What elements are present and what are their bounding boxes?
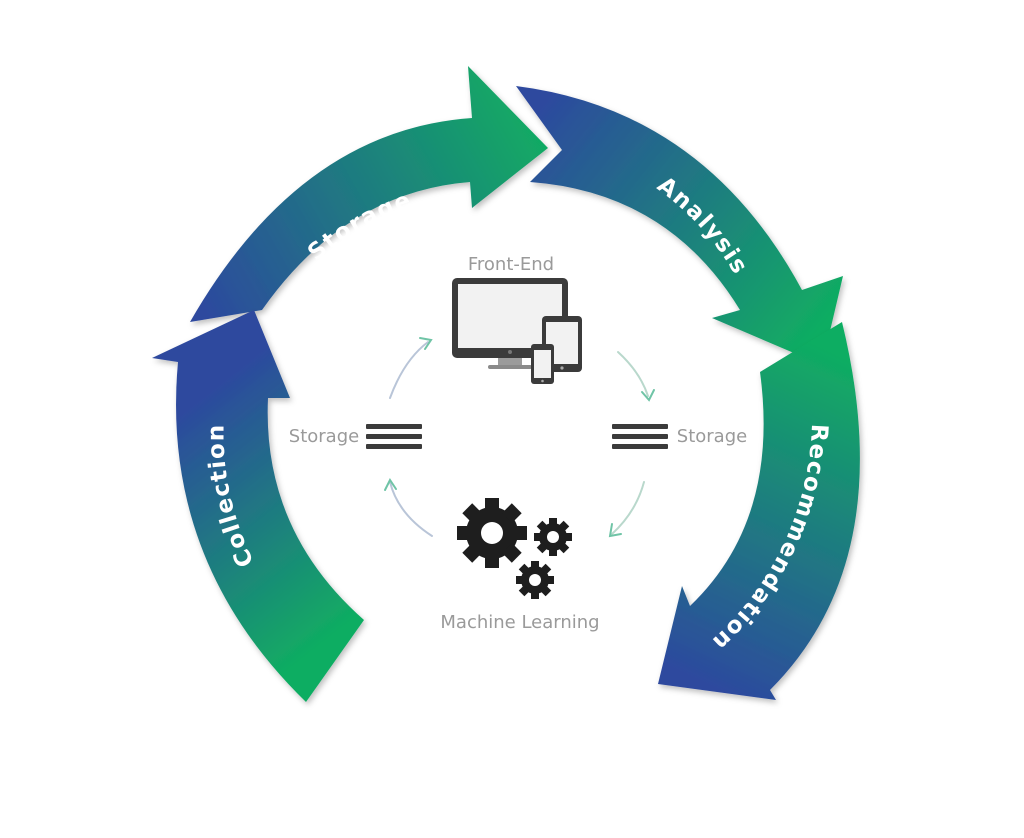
machine-learning-label: Machine Learning (440, 612, 599, 633)
segment-recommendation (658, 322, 860, 700)
analysis-arrow (516, 86, 843, 365)
front-end-group: Front-End (452, 254, 582, 384)
stack-lines-icon (612, 424, 668, 449)
storage-left-label: Storage (289, 426, 359, 447)
segment-collection (152, 310, 364, 702)
inner-cycle-arrows (384, 337, 655, 538)
gear-small-bottom-icon (516, 561, 554, 599)
segment-storage (190, 66, 548, 322)
gear-large-icon (457, 498, 527, 568)
gears-icon (457, 498, 572, 599)
storage-right-label: Storage (677, 426, 747, 447)
storage-arrow (190, 66, 548, 322)
arrow-left-up (389, 337, 433, 399)
arrow-left-bottom (384, 478, 433, 537)
segment-analysis (516, 86, 843, 365)
gear-small-top-icon (534, 518, 572, 556)
front-end-label: Front-End (468, 254, 554, 275)
collection-arrow (152, 310, 364, 702)
recommendation-arrow (658, 322, 860, 700)
arrow-right-down (617, 351, 655, 402)
phone-icon (531, 344, 554, 384)
storage-left-group: Storage (289, 424, 422, 449)
arrow-right-bottom (608, 481, 645, 538)
storage-right-group: Storage (612, 424, 747, 449)
stack-lines-icon (366, 424, 422, 449)
